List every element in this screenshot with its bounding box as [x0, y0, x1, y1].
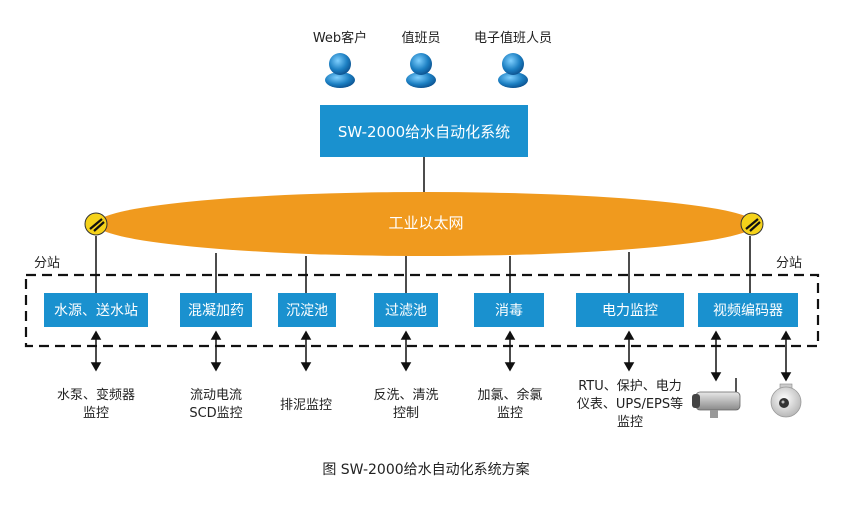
module-link-lines — [95, 236, 751, 293]
network-ellipse — [96, 192, 756, 256]
module-filtration: 过滤池 — [374, 293, 438, 327]
desc-sedimentation: 排泥监控 — [279, 398, 332, 413]
desc-water-source: 水泵、变频器 监控 — [56, 388, 135, 421]
substation-label-right: 分站 — [776, 256, 803, 271]
person-icon-web — [325, 53, 355, 88]
substation-label-left: 分站 — [34, 256, 61, 271]
module-power-monitor: 电力监控 — [576, 293, 684, 327]
network-switch-icon-right — [740, 212, 764, 236]
desc-coagulation: 流动电流 SCD监控 — [189, 388, 243, 421]
person-icon-duty — [406, 53, 436, 88]
user-label-web: Web客户 — [312, 31, 368, 46]
camera-icon — [692, 378, 741, 418]
dome-camera-icon — [770, 383, 802, 418]
network-switch-icon-left — [84, 212, 108, 236]
module-video-encoder: 视频编码器 — [698, 293, 798, 327]
user-label-duty: 值班员 — [401, 31, 441, 46]
figure-caption: 图 SW-2000给水自动化系统方案 — [322, 462, 530, 478]
system-box: SW-2000给水自动化系统 — [320, 105, 528, 157]
person-icon-electronic — [498, 53, 528, 88]
desc-power-monitor: RTU、保护、电力 仪表、UPS/EPS等 监控 — [576, 379, 684, 430]
module-disinfection: 消毒 — [474, 293, 544, 327]
desc-disinfection: 加氯、余氯 监控 — [477, 388, 543, 421]
module-sedimentation: 沉淀池 — [278, 293, 336, 327]
module-coagulation: 混凝加药 — [180, 293, 252, 327]
desc-filtration: 反洗、清洗 控制 — [373, 388, 439, 421]
network-label: 工业以太网 — [388, 214, 464, 232]
module-water-source: 水源、送水站 — [44, 293, 148, 327]
field-link-arrows — [90, 330, 792, 382]
user-label-electronic: 电子值班人员 — [473, 31, 552, 46]
